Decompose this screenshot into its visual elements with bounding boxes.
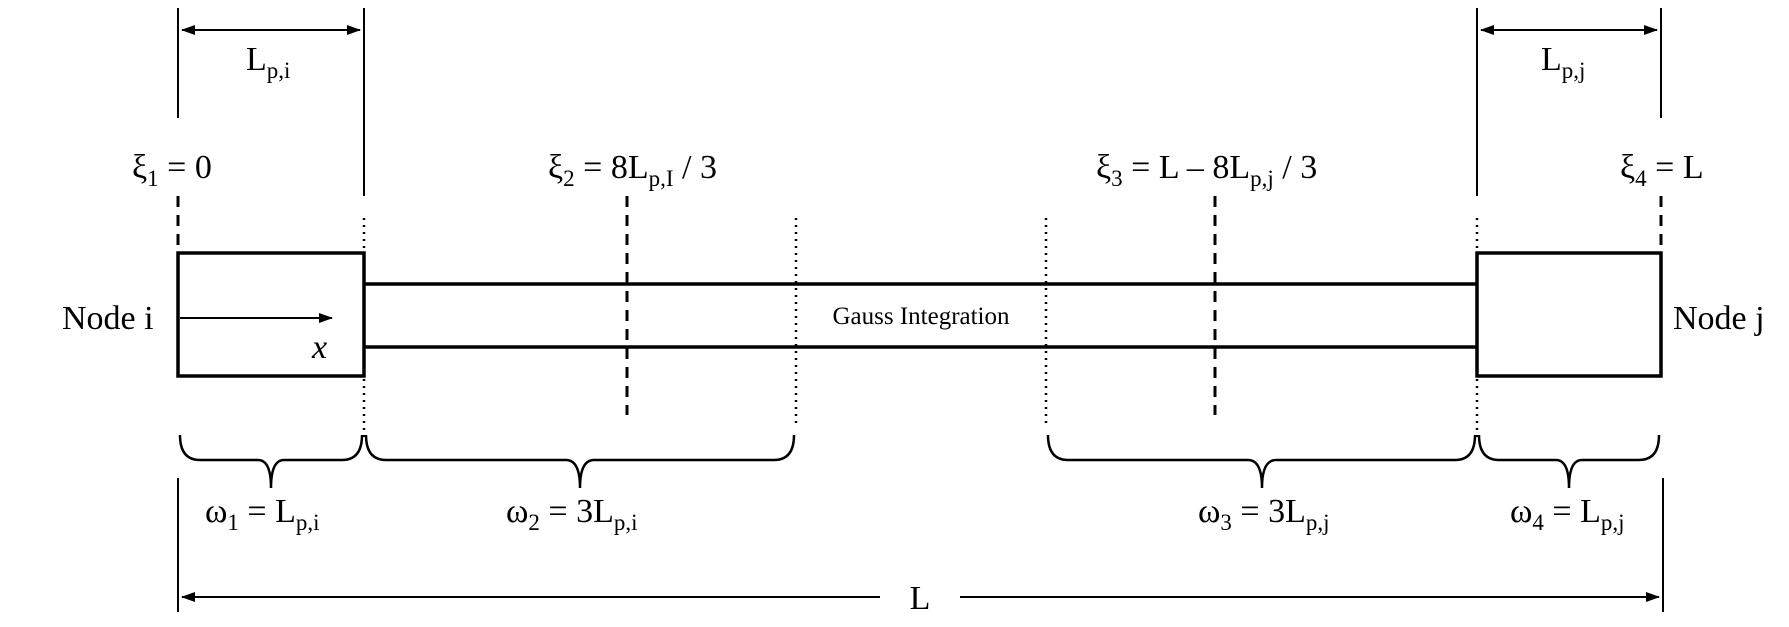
plastic-hinge-length-right-dimension: Lp,j (1476, 8, 1662, 196)
node-i-label: Node i (62, 300, 154, 337)
xi1-label: ξ1 = 0 (132, 149, 212, 191)
total-length-dimension: L (177, 478, 1664, 617)
x-axis-label: x (311, 329, 327, 366)
svg-text:Lp,j: Lp,j (1541, 41, 1585, 83)
node-j-label: Node j (1673, 300, 1765, 337)
omega1-brace (178, 434, 364, 489)
xi3-label: ξ3 = L – 8Lp,j / 3 (1096, 149, 1317, 191)
omega1-label: ω1 = Lp,i (205, 493, 319, 535)
xi4-label: ξ4 = L (1620, 149, 1704, 191)
lp-left-sub: p,i (267, 58, 291, 83)
lp-right-main: L (1541, 41, 1562, 78)
omega3-label: ω3 = 3Lp,j (1198, 493, 1329, 535)
omega4-label: ω4 = Lp,j (1510, 493, 1624, 535)
gauss-integration-label: Gauss Integration (832, 303, 1010, 330)
plastic-hinge-length-left-dimension: Lp,i (177, 8, 365, 196)
omega4-brace (1477, 434, 1661, 489)
omega3-brace (1046, 434, 1477, 489)
svg-text:Lp,i: Lp,i (246, 41, 290, 83)
node-i-block (176, 251, 366, 378)
omega2-brace (364, 434, 796, 489)
xi2-label: ξ2 = 8Lp,I / 3 (548, 149, 717, 191)
total-length-label: L (910, 580, 931, 617)
lp-left-main: L (246, 41, 267, 78)
node-j-block (1475, 251, 1663, 378)
lp-right-sub: p,j (1562, 58, 1586, 83)
omega2-label: ω2 = 3Lp,i (506, 493, 637, 535)
